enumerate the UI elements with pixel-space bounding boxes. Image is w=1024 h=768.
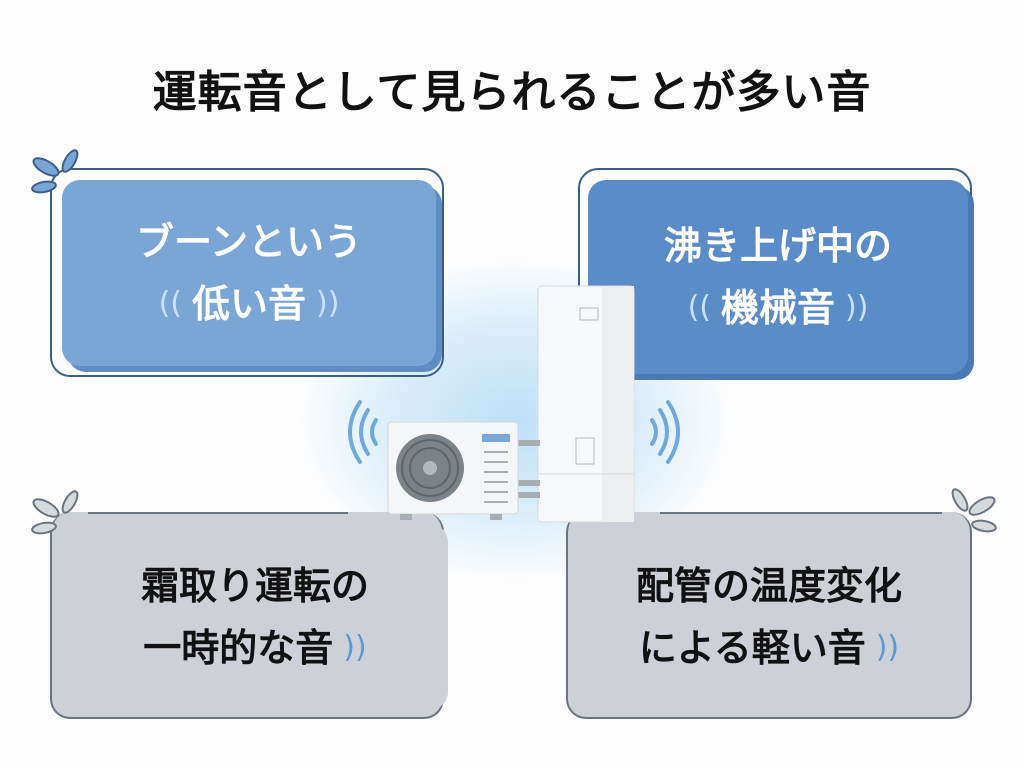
divider: [88, 512, 348, 514]
card-outline: [50, 168, 444, 377]
divider: [660, 512, 942, 514]
sound-wave-icon: )): [343, 630, 367, 665]
card-line-2: 低い音: [191, 282, 306, 326]
card-low-hum: ブーンという (( 低い音 )): [62, 180, 436, 366]
card-line-1: 霜取り運転の: [140, 564, 369, 608]
page-title: 運転音として見られることが多い音: [152, 67, 872, 118]
sound-wave-icon: )): [875, 630, 900, 665]
leaf-icon: [951, 488, 997, 533]
sound-wave-icon: [650, 400, 680, 464]
heat-pump-illustration: [348, 285, 680, 523]
card-line-1: 沸き上げ中の: [663, 224, 892, 268]
card-defrost-sound: 霜取り運転の 一時的な音 )): [62, 524, 448, 710]
leaf-icon: [31, 149, 79, 194]
card-line-1: ブーンという: [135, 220, 363, 264]
sound-wave-icon: [348, 400, 378, 464]
leaf-icon: [31, 490, 79, 535]
sound-wave-icon: )): [845, 290, 869, 325]
card-mechanical-sound: 沸き上げ中の (( 機械音 )): [588, 180, 968, 374]
sound-wave-icon: )): [316, 286, 340, 321]
sound-wave-icon: ((: [158, 286, 182, 321]
card-line-2: 一時的な音: [143, 626, 334, 670]
card-outline: [578, 168, 972, 377]
card-pipe-sound: 配管の温度変化 による軽い音 )): [576, 524, 962, 710]
card-line-2: による軽い音: [638, 626, 866, 670]
card-line-2: 機械音: [720, 286, 835, 330]
card-line-1: 配管の温度変化: [635, 564, 902, 608]
sound-wave-icon: ((: [687, 290, 711, 325]
